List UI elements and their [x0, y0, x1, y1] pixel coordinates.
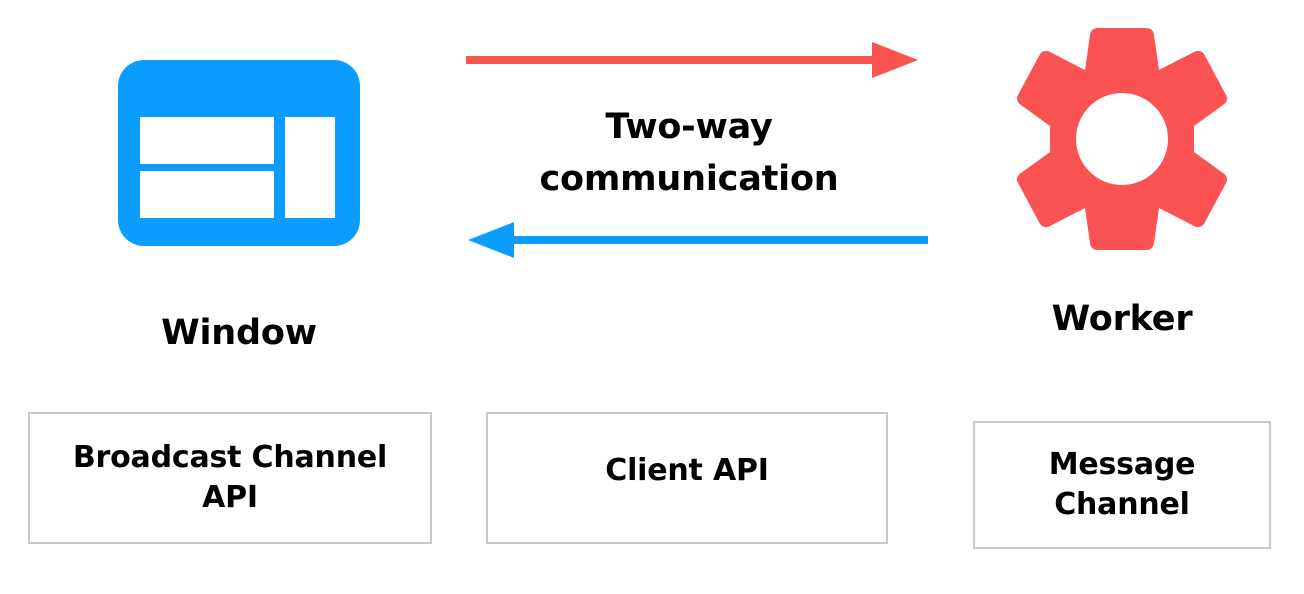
- api-box-line-1: Client API: [605, 453, 769, 489]
- connection-caption-line-1: Two-way: [605, 107, 773, 147]
- api-box-broadcast-channel-api: Broadcast Channel API: [28, 412, 432, 544]
- api-box-text: Message Channel: [1049, 445, 1196, 525]
- api-box-line-1: Message: [1048, 447, 1196, 483]
- api-box-client-api: Client API: [486, 412, 888, 544]
- api-box-line-2: Channel: [1054, 487, 1190, 522]
- node-label-window: Window: [161, 313, 317, 353]
- api-box-text: Broadcast Channel API: [73, 438, 387, 518]
- window-icon-pane-bottom-left: [140, 171, 274, 218]
- api-box-line-1: Broadcast Channel: [72, 440, 388, 476]
- window-icon-pane-right: [285, 117, 335, 218]
- api-box-text: Client API: [605, 451, 769, 491]
- api-box-message-channel: Message Channel: [973, 421, 1271, 549]
- window-icon-pane-top-left: [140, 117, 274, 164]
- connection-caption: Two-way communication: [502, 102, 876, 206]
- node-label-worker: Worker: [1051, 299, 1193, 339]
- gear-icon: [1016, 26, 1228, 252]
- arrow-right-icon: [462, 40, 920, 80]
- browser-window-icon: [118, 60, 360, 246]
- api-box-line-2: API: [202, 480, 258, 515]
- connection-caption-line-2: communication: [539, 158, 839, 199]
- arrow-left-icon: [462, 220, 930, 260]
